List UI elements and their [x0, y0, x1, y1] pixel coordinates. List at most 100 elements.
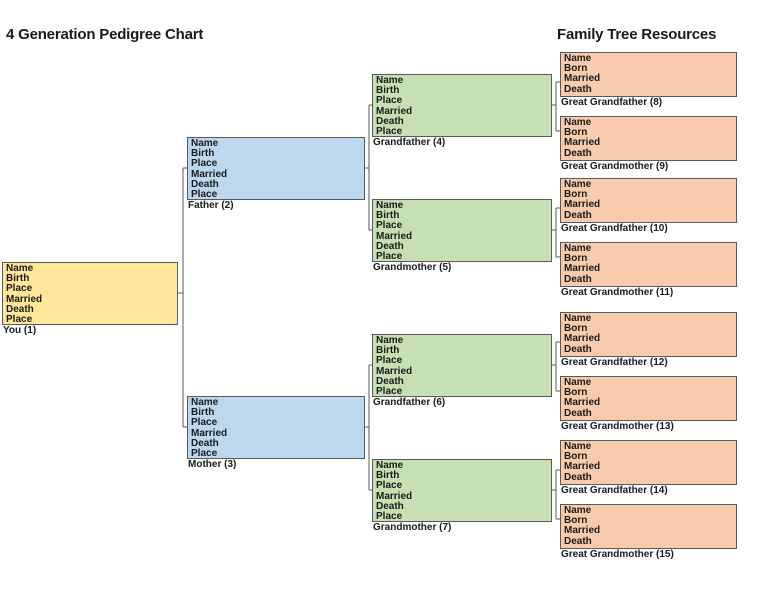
field-label: Place [6, 314, 33, 326]
field-label: Name [191, 138, 219, 149]
box-caption-great-grandfather-12: Great Grandfather (12) [561, 357, 668, 368]
field-label: Name [376, 335, 404, 346]
box-caption-great-grandfather-14: Great Grandfather (14) [561, 485, 668, 496]
box-caption-grandmother-7: Grandmother (7) [373, 522, 452, 533]
field-label: Death [564, 273, 592, 285]
field-label: Birth [376, 345, 400, 357]
field-label: Death [6, 303, 34, 315]
field-label: Death [376, 240, 404, 252]
field-label: Death [564, 471, 592, 483]
field-label: Name [564, 377, 592, 388]
box-caption-great-grandfather-10: Great Grandfather (10) [561, 223, 668, 234]
field-label: Place [191, 189, 218, 201]
field-label: Married [564, 397, 601, 409]
field-label: Married [564, 525, 601, 537]
field-label: Birth [191, 148, 215, 160]
field-label: Place [376, 220, 403, 232]
field-label: Born [564, 451, 588, 463]
field-label: Place [376, 511, 403, 523]
field-label: Place [191, 448, 218, 460]
field-label: Married [564, 199, 601, 211]
field-label: Death [564, 83, 592, 95]
field-label: Birth [376, 210, 400, 222]
box-caption-great-grandmother-15: Great Grandmother (15) [561, 549, 674, 560]
field-label: Death [376, 375, 404, 387]
field-label: Name [564, 313, 592, 324]
box-caption-grandfather-6: Grandfather (6) [373, 397, 446, 408]
field-label: Death [564, 147, 592, 159]
field-label: Place [376, 95, 403, 107]
field-label: Name [6, 263, 34, 274]
field-label: Place [376, 386, 403, 398]
field-label: Married [376, 490, 413, 502]
field-label: Name [376, 200, 404, 211]
field-label: Born [564, 253, 588, 265]
resources-title: Family Tree Resources [557, 26, 717, 43]
field-label: Married [376, 365, 413, 377]
field-label: Place [191, 417, 218, 429]
page-title: 4 Generation Pedigree Chart [6, 26, 204, 43]
field-label: Name [564, 117, 592, 128]
field-label: Death [564, 209, 592, 221]
field-label: Place [376, 126, 403, 138]
box-caption-grandfather-4: Grandfather (4) [373, 137, 446, 148]
field-label: Death [191, 178, 219, 190]
field-label: Birth [376, 470, 400, 482]
field-label: Birth [376, 85, 400, 97]
field-label: Death [376, 115, 404, 127]
field-label: Married [564, 137, 601, 149]
field-label: Name [564, 53, 592, 64]
field-label: Place [376, 480, 403, 492]
field-label: Married [6, 293, 43, 305]
field-label: Born [564, 515, 588, 527]
field-label: Birth [6, 273, 30, 285]
field-label: Married [564, 73, 601, 85]
field-label: Married [564, 461, 601, 473]
field-label: Name [564, 179, 592, 190]
field-label: Married [376, 105, 413, 117]
field-label: Born [564, 63, 588, 75]
field-label: Place [376, 355, 403, 367]
field-label: Death [564, 535, 592, 547]
box-caption-grandmother-5: Grandmother (5) [373, 262, 452, 273]
field-label: Born [564, 127, 588, 139]
field-label: Married [191, 168, 228, 180]
field-label: Death [376, 500, 404, 512]
field-label: Name [191, 397, 219, 408]
field-label: Birth [191, 407, 215, 419]
box-caption-great-grandmother-11: Great Grandmother (11) [561, 287, 674, 298]
box-caption-you-1: You (1) [3, 325, 37, 336]
field-label: Death [564, 343, 592, 355]
field-label: Born [564, 323, 588, 335]
field-label: Death [564, 407, 592, 419]
field-label: Place [6, 283, 33, 295]
field-label: Married [376, 230, 413, 242]
box-caption-great-grandmother-9: Great Grandmother (9) [561, 161, 669, 172]
field-label: Name [376, 75, 404, 86]
box-caption-great-grandmother-13: Great Grandmother (13) [561, 421, 674, 432]
box-caption-great-grandfather-8: Great Grandfather (8) [561, 97, 663, 108]
field-label: Born [564, 387, 588, 399]
box-caption-father-2: Father (2) [188, 200, 234, 211]
field-label: Born [564, 189, 588, 201]
field-label: Married [564, 263, 601, 275]
field-label: Place [191, 158, 218, 170]
field-label: Married [564, 333, 601, 345]
field-label: Name [564, 505, 592, 516]
